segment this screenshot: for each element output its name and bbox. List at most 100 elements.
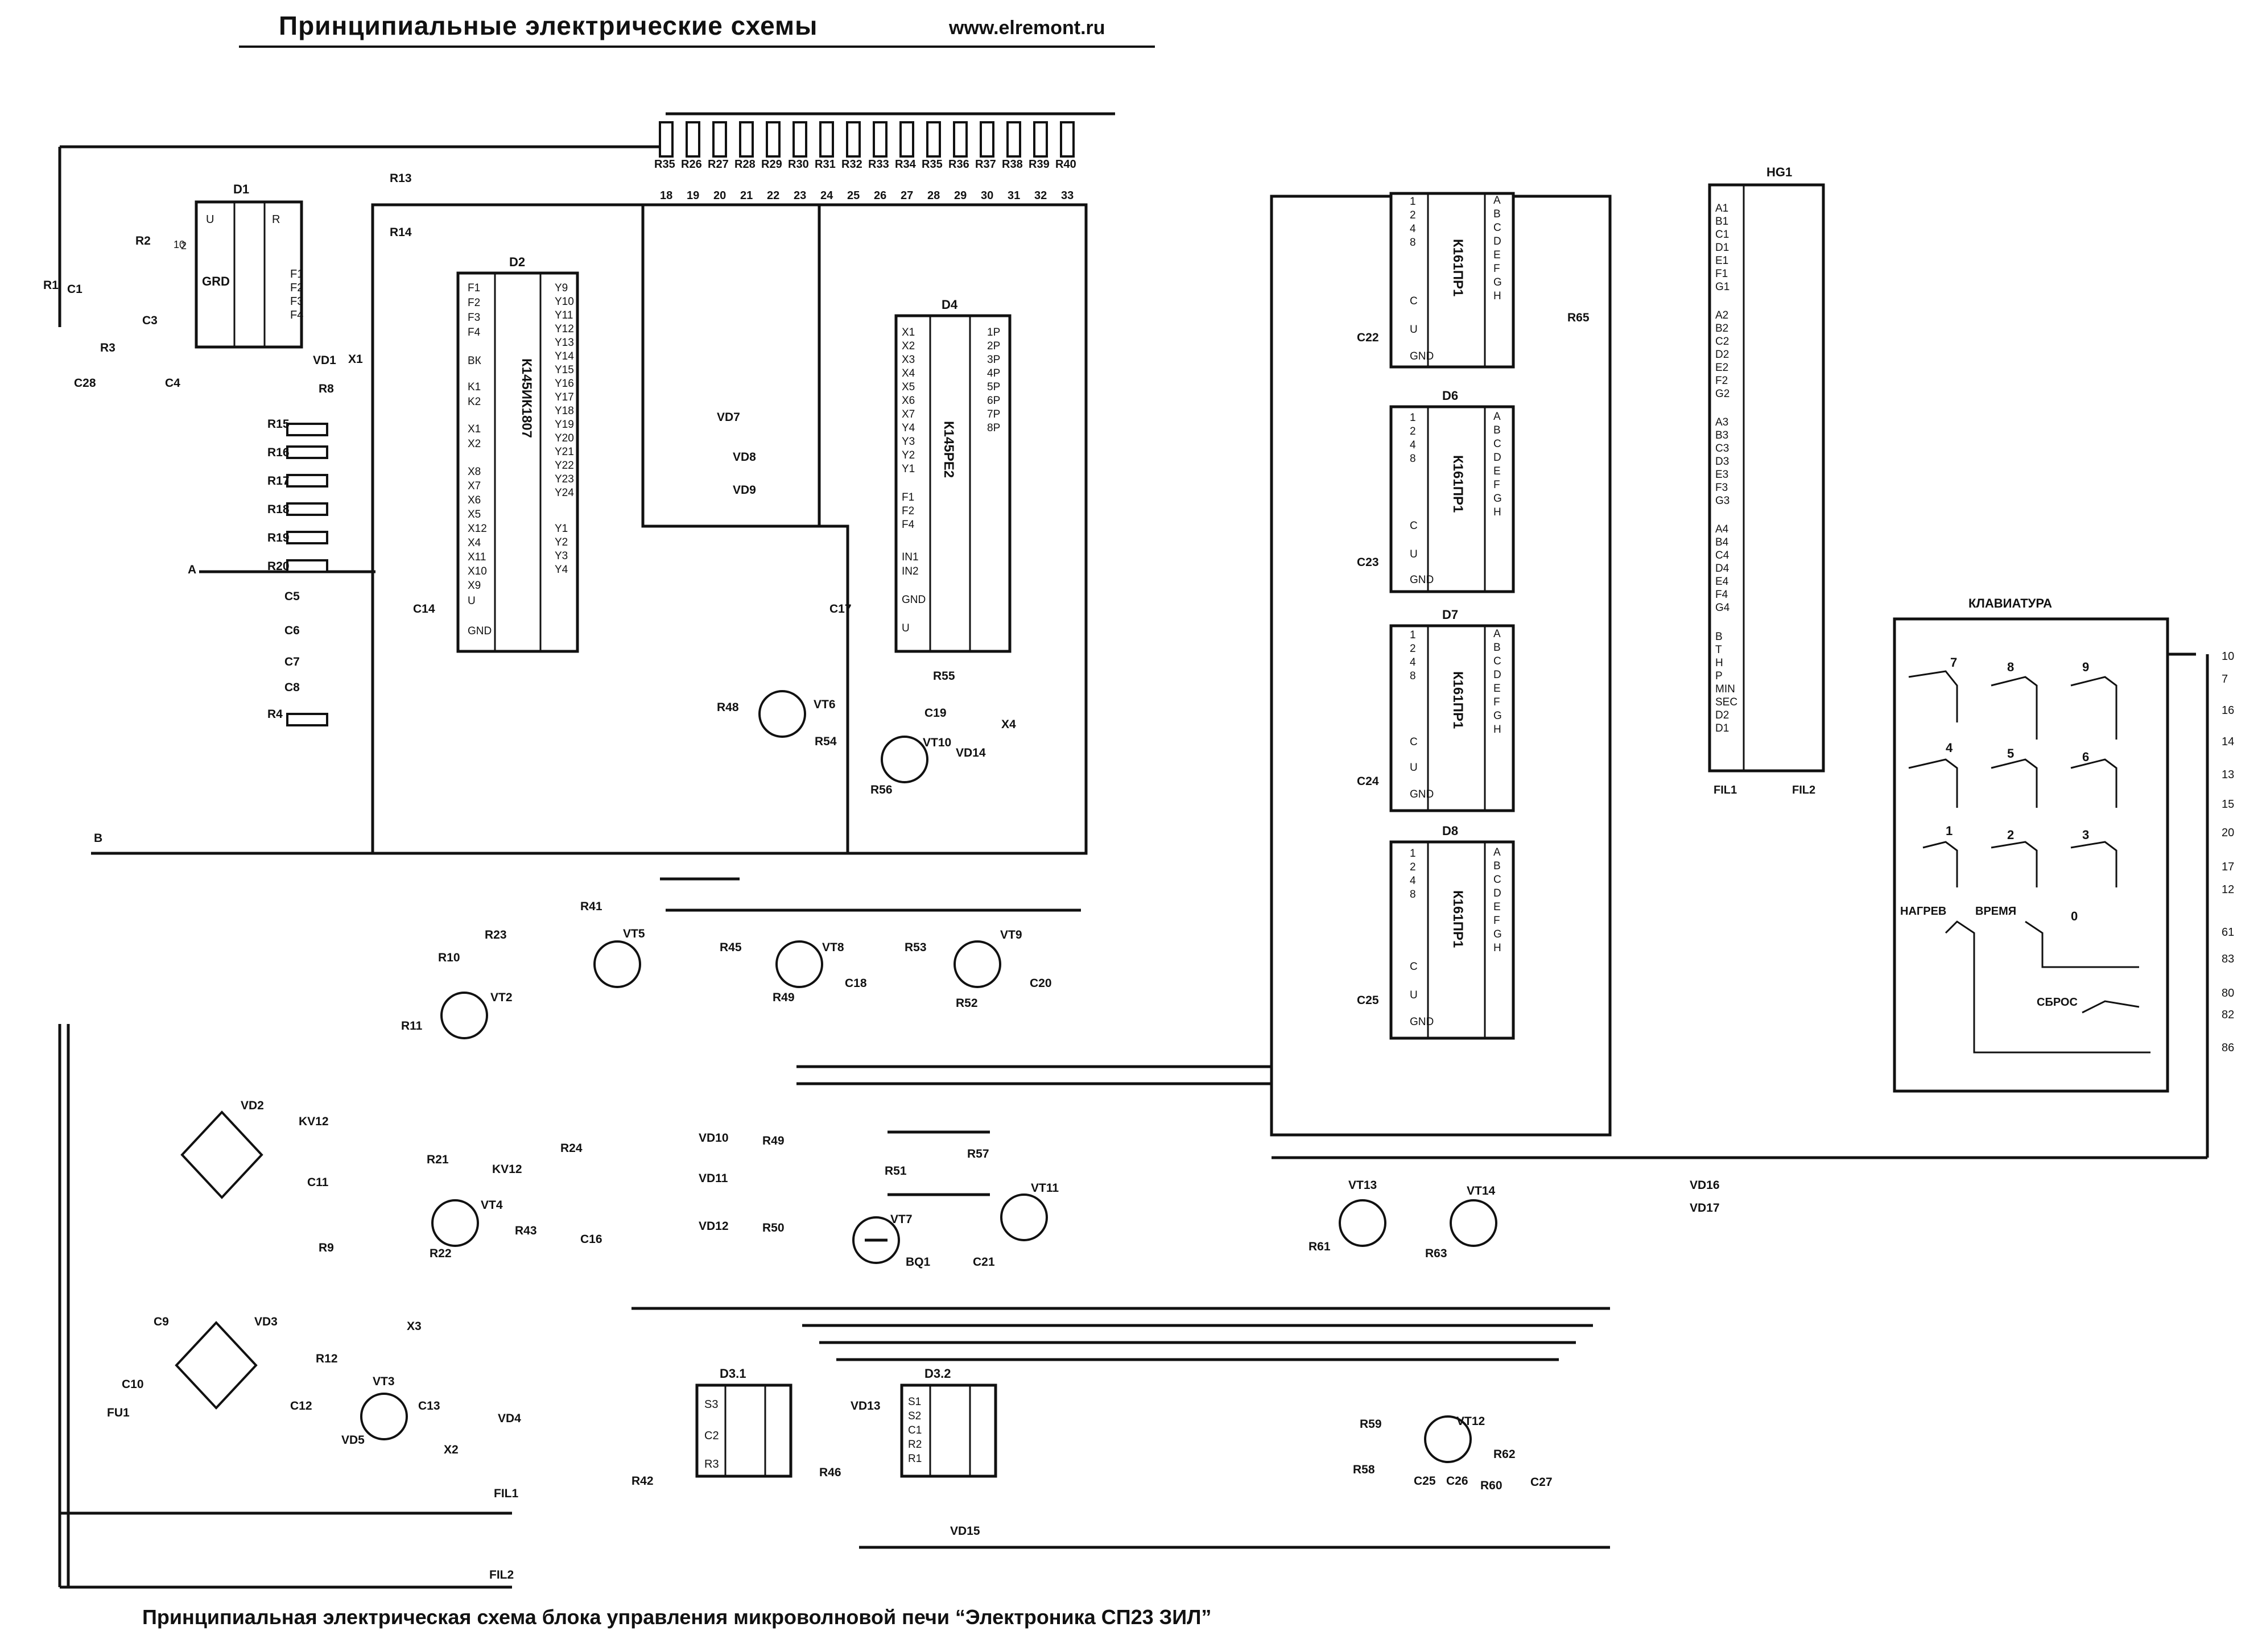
svg-text:14: 14 xyxy=(2222,736,2234,748)
svg-text:R3: R3 xyxy=(704,1458,719,1471)
svg-text:KV12: KV12 xyxy=(492,1163,522,1176)
svg-text:4: 4 xyxy=(1410,439,1416,451)
svg-text:R54: R54 xyxy=(815,735,837,748)
svg-text:R10: R10 xyxy=(438,951,460,964)
svg-text:15: 15 xyxy=(2222,798,2234,811)
svg-text:5: 5 xyxy=(2007,746,2014,761)
svg-text:E4: E4 xyxy=(1715,576,1729,588)
svg-text:F2: F2 xyxy=(902,505,914,517)
svg-text:C3: C3 xyxy=(142,314,158,327)
svg-text:VD1: VD1 xyxy=(313,354,336,367)
svg-text:VD5: VD5 xyxy=(341,1434,365,1447)
chip-part: К161ПР1 xyxy=(1450,890,1466,948)
top-resistor-label: R37 xyxy=(975,158,996,171)
svg-text:R22: R22 xyxy=(430,1247,452,1260)
top-pin-label: 22 xyxy=(767,189,779,202)
svg-text:R8: R8 xyxy=(319,382,334,395)
svg-text:2: 2 xyxy=(1410,209,1416,221)
svg-text:FU1: FU1 xyxy=(107,1406,130,1419)
chip-ref: D4 xyxy=(942,298,958,312)
svg-text:VT8: VT8 xyxy=(822,941,844,954)
svg-text:10: 10 xyxy=(2222,650,2234,663)
svg-text:1: 1 xyxy=(1410,848,1416,860)
main-board-outline xyxy=(371,203,1088,855)
svg-text:7P: 7P xyxy=(987,408,1000,420)
svg-text:H: H xyxy=(1715,657,1723,669)
svg-text:E: E xyxy=(1493,683,1501,695)
svg-text:C5: C5 xyxy=(284,590,300,603)
svg-text:VD15: VD15 xyxy=(950,1525,980,1538)
svg-text:2: 2 xyxy=(1410,861,1416,873)
header-underline xyxy=(239,46,1155,48)
svg-text:16: 16 xyxy=(2222,704,2234,717)
svg-text:6: 6 xyxy=(2082,750,2089,764)
svg-text:C11: C11 xyxy=(307,1176,329,1189)
svg-text:Y11: Y11 xyxy=(555,309,573,321)
svg-text:F1: F1 xyxy=(1715,268,1728,280)
svg-text:F: F xyxy=(1493,915,1500,927)
fil2-label: FIL2 xyxy=(1792,784,1815,796)
svg-text:VD11: VD11 xyxy=(699,1172,728,1185)
svg-text:4: 4 xyxy=(1410,223,1416,235)
svg-text:R12: R12 xyxy=(316,1352,338,1365)
top-pin-label: 26 xyxy=(874,189,886,202)
svg-text:R63: R63 xyxy=(1425,1247,1447,1260)
svg-text:D: D xyxy=(1493,236,1501,247)
svg-text:D: D xyxy=(1493,452,1501,464)
svg-text:X7: X7 xyxy=(902,408,915,420)
svg-text:VD3: VD3 xyxy=(254,1315,278,1328)
svg-text:E: E xyxy=(1493,901,1501,913)
svg-text:C25: C25 xyxy=(1357,994,1379,1007)
pin-label: F1 xyxy=(290,268,303,280)
svg-text:H: H xyxy=(1493,942,1501,954)
svg-text:4: 4 xyxy=(1946,741,1953,755)
svg-text:VD7: VD7 xyxy=(717,411,740,424)
svg-text:C: C xyxy=(1493,655,1501,667)
chip-ref: D7 xyxy=(1442,608,1458,622)
top-resistor-label: R35 xyxy=(922,158,943,171)
svg-text:K1: K1 xyxy=(468,381,481,393)
svg-text:U: U xyxy=(1410,762,1418,774)
svg-text:R59: R59 xyxy=(1360,1418,1382,1431)
svg-text:D1: D1 xyxy=(1715,722,1729,734)
top-resistor-array xyxy=(659,121,1075,158)
svg-text:R18: R18 xyxy=(267,503,290,516)
svg-text:FIL1: FIL1 xyxy=(494,1487,518,1500)
top-pin-label: 19 xyxy=(687,189,699,202)
svg-text:B: B xyxy=(1493,424,1501,436)
svg-text:VT12: VT12 xyxy=(1456,1415,1485,1428)
svg-text:C4: C4 xyxy=(1715,550,1729,561)
top-resistor-label: R29 xyxy=(761,158,782,171)
top-resistor-label: R33 xyxy=(868,158,889,171)
svg-text:R14: R14 xyxy=(390,226,412,239)
svg-text:R53: R53 xyxy=(905,941,927,954)
svg-text:D: D xyxy=(1493,669,1501,681)
svg-text:R58: R58 xyxy=(1353,1463,1375,1476)
svg-text:Y3: Y3 xyxy=(902,436,915,448)
svg-text:R62: R62 xyxy=(1493,1448,1516,1461)
svg-text:C2: C2 xyxy=(1715,336,1729,348)
svg-text:5P: 5P xyxy=(987,381,1000,393)
svg-text:C1: C1 xyxy=(67,283,82,296)
svg-text:S2: S2 xyxy=(908,1410,921,1422)
svg-text:C14: C14 xyxy=(413,602,435,616)
svg-text:VD14: VD14 xyxy=(956,746,986,759)
fil1-label: FIL1 xyxy=(1714,784,1737,796)
svg-text:R45: R45 xyxy=(720,941,742,954)
svg-text:F4: F4 xyxy=(902,519,915,531)
svg-text:F4: F4 xyxy=(468,327,481,338)
svg-text:GND: GND xyxy=(902,594,926,606)
svg-text:GND: GND xyxy=(1410,350,1434,362)
svg-text:X2: X2 xyxy=(444,1443,459,1456)
pin-label: R xyxy=(272,213,280,226)
top-pin-label: 24 xyxy=(820,189,833,202)
svg-text:R3: R3 xyxy=(100,341,115,354)
left-resistor-ladder xyxy=(286,423,328,726)
top-pin-label: 28 xyxy=(927,189,940,202)
svg-text:X4: X4 xyxy=(1001,718,1016,731)
svg-text:8: 8 xyxy=(1410,889,1416,901)
top-resistor-label: R36 xyxy=(948,158,969,171)
d2-left-pins: F1F2F3F4ВКK1K2X1X2X8X7X6X5X12X4X11X10X9U… xyxy=(468,282,492,637)
